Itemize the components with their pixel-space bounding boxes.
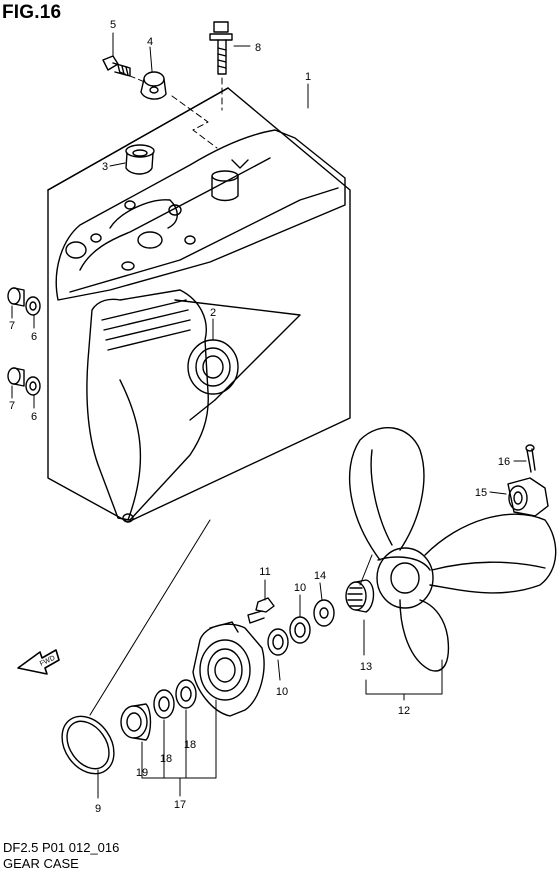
callout-2: 2 xyxy=(210,307,216,319)
callout-8: 8 xyxy=(255,42,261,54)
callout-10-upper: 10 xyxy=(294,582,306,594)
bushing-3 xyxy=(125,144,155,175)
callout-6-upper: 6 xyxy=(31,331,37,343)
oil-seal-18a xyxy=(175,679,197,709)
bolt-5 xyxy=(102,55,131,77)
callout-12: 12 xyxy=(398,705,410,717)
propeller xyxy=(348,426,557,672)
cotter-pin-16 xyxy=(525,444,536,473)
alignment-lines xyxy=(119,71,223,149)
callout-6-lower: 6 xyxy=(31,411,37,423)
callout-13: 13 xyxy=(360,661,372,673)
plug-7-lower xyxy=(7,367,25,387)
assembly-frame xyxy=(47,87,351,523)
bearing-19 xyxy=(120,703,152,741)
callout-5: 5 xyxy=(110,19,116,31)
callout-18-right: 18 xyxy=(184,739,196,751)
callout-19: 19 xyxy=(136,767,148,779)
leader-lines xyxy=(11,32,527,799)
guide-line xyxy=(89,519,373,716)
washer-6-upper xyxy=(25,296,41,316)
fwd-arrow-icon xyxy=(17,649,60,675)
collar-4 xyxy=(140,71,167,100)
callout-7-upper: 7 xyxy=(9,320,15,332)
callout-3: 3 xyxy=(102,161,108,173)
oil-seal-10a xyxy=(289,616,311,644)
bolt-11 xyxy=(247,597,275,624)
callout-4: 4 xyxy=(147,36,153,48)
plug-7-upper xyxy=(7,287,25,307)
oil-seal-18b xyxy=(153,689,175,719)
oil-seal-10b xyxy=(267,628,289,656)
figure-title: FIG.16 xyxy=(2,2,62,23)
callout-1: 1 xyxy=(305,71,311,83)
callout-10-lower: 10 xyxy=(276,686,288,698)
figure-code: DF2.5 P01 012_016 xyxy=(3,840,120,855)
washer-6-lower xyxy=(25,376,41,396)
figure-name: GEAR CASE xyxy=(3,856,79,871)
callout-9: 9 xyxy=(95,803,101,815)
cap-nut-15 xyxy=(507,477,549,517)
callout-18-left: 18 xyxy=(160,753,172,765)
bearing-part xyxy=(187,339,239,395)
callout-numbers: 5 4 3 8 1 2 7 6 7 6 16 15 11 10 14 10 13… xyxy=(9,19,510,815)
bolt-8 xyxy=(209,21,233,75)
washer-14 xyxy=(313,599,335,627)
callout-7-lower: 7 xyxy=(9,400,15,412)
callout-17: 17 xyxy=(174,799,186,811)
callout-14: 14 xyxy=(314,570,326,582)
o-ring-9 xyxy=(61,715,115,775)
spline-hub-13 xyxy=(345,579,375,613)
callout-11: 11 xyxy=(259,566,270,578)
gear-case-housing xyxy=(55,129,346,523)
callout-15: 15 xyxy=(475,487,487,499)
propeller-shaft-housing xyxy=(192,621,265,717)
callout-16: 16 xyxy=(498,456,510,468)
